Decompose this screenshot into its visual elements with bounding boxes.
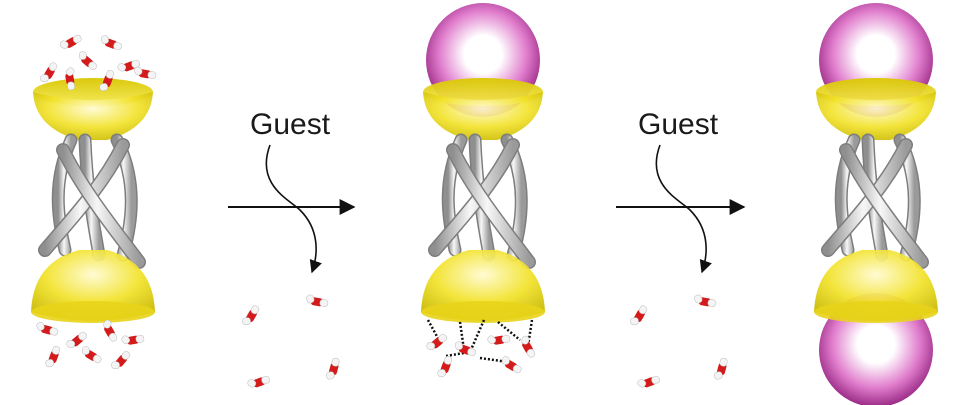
guest-label-1: Guest — [250, 108, 331, 141]
curved-release-arrow-icon — [655, 144, 712, 274]
molecular-capsule-icon — [421, 78, 545, 323]
water-cluster-bottom — [33, 316, 145, 374]
panel-capsule-one-guest — [421, 3, 545, 381]
released-water-group-2 — [627, 292, 729, 391]
water-cluster-hbonded — [423, 319, 540, 381]
reaction-step-1: Guest — [228, 108, 356, 391]
panel-empty-capsule — [31, 30, 157, 374]
guest-label-2: Guest — [638, 108, 719, 141]
curved-release-arrow-icon — [265, 144, 322, 274]
molecular-capsule-icon — [31, 78, 155, 323]
molecular-capsule-icon — [814, 78, 938, 323]
released-water-group-1 — [239, 292, 341, 391]
panel-capsule-two-guests — [814, 3, 938, 405]
reaction-step-2: Guest — [616, 108, 746, 391]
